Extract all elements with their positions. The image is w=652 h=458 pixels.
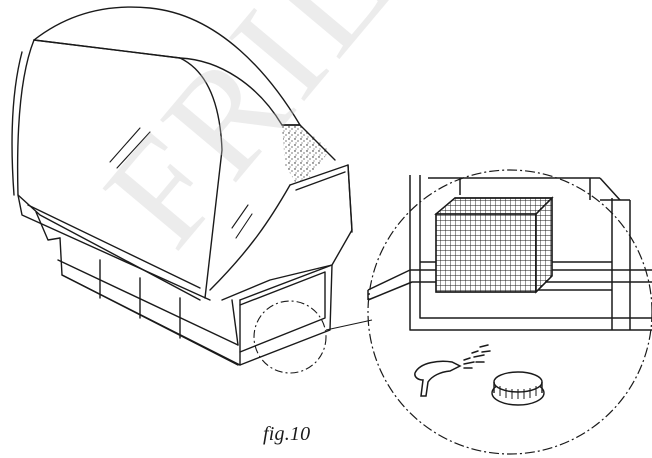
display-case <box>11 6 353 366</box>
spray-gun-icon <box>414 344 491 397</box>
detail-marker <box>253 300 327 374</box>
end-panel <box>221 164 353 301</box>
glass-canopy <box>33 6 301 126</box>
leader-line <box>325 319 373 331</box>
detail-callout <box>367 169 652 455</box>
figure-caption: fig.10 <box>263 423 311 445</box>
filter-block <box>434 196 554 294</box>
brush-icon <box>491 371 545 406</box>
